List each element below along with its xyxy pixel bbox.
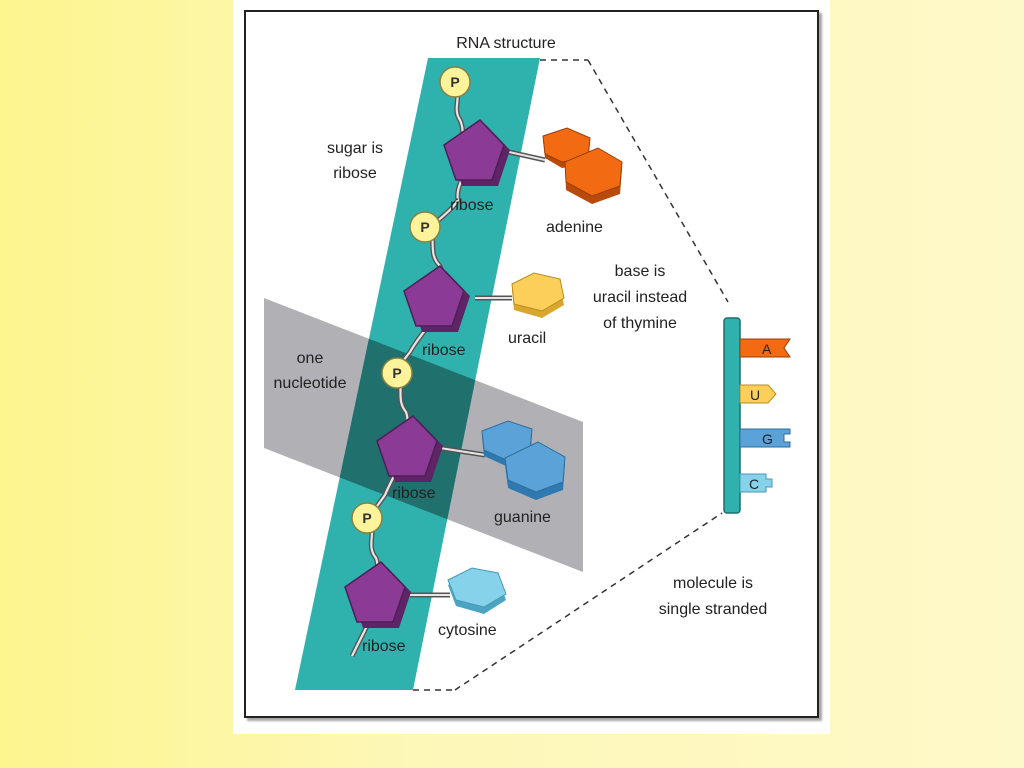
sugar-annotation-line1: sugar is — [327, 140, 383, 157]
strand-annotation-line1: molecule is — [673, 575, 753, 592]
nucleotide-annotation-line1: one — [297, 350, 324, 367]
ribose-label: ribose — [392, 485, 436, 502]
ribose-sugar — [344, 561, 411, 628]
strand-backbone — [723, 317, 741, 514]
base-annotation-line1: base is — [615, 263, 666, 280]
ribose-sugar — [376, 415, 443, 482]
guanine-base — [481, 420, 566, 500]
ribose-label: ribose — [450, 197, 494, 214]
single-strand-key: A U G C — [723, 317, 791, 514]
uracil-base — [511, 272, 565, 318]
phosphate-label: P — [420, 219, 429, 235]
cytosine-base — [447, 567, 507, 614]
phosphate-group: P — [351, 502, 383, 534]
key-c-tab — [739, 473, 773, 493]
phosphate-label: P — [450, 74, 459, 90]
key-g-label: G — [762, 431, 773, 447]
strand-annotation-line2: single stranded — [659, 601, 768, 618]
key-g-tab — [739, 428, 791, 448]
ribose-label: ribose — [362, 638, 406, 655]
uracil-label: uracil — [508, 330, 546, 347]
diagram-title: RNA structure — [456, 35, 556, 52]
phosphate-group: P — [439, 66, 471, 98]
base-annotation-line3: of thymine — [603, 315, 677, 332]
phosphate-label: P — [392, 365, 401, 381]
zoom-lines — [413, 59, 729, 691]
key-a-tab — [739, 338, 791, 358]
adenine-base — [542, 127, 623, 204]
key-a-label: A — [762, 341, 772, 357]
base-annotation-line2: uracil instead — [593, 289, 687, 306]
key-u-label: U — [750, 387, 760, 403]
adenine-label: adenine — [546, 219, 603, 236]
nucleotide-annotation-line2: nucleotide — [274, 375, 347, 392]
key-u-tab — [739, 384, 777, 404]
phosphate-label: P — [362, 510, 371, 526]
sugar-annotation-line2: ribose — [333, 165, 377, 182]
ribose-sugar — [403, 265, 470, 332]
phosphate-group: P — [409, 211, 441, 243]
ribose-label: ribose — [422, 342, 466, 359]
ribose-sugar — [443, 119, 510, 186]
key-c-label: C — [749, 476, 759, 492]
phosphate-group: P — [381, 357, 413, 389]
cytosine-label: cytosine — [438, 622, 497, 639]
guanine-label: guanine — [494, 509, 551, 526]
